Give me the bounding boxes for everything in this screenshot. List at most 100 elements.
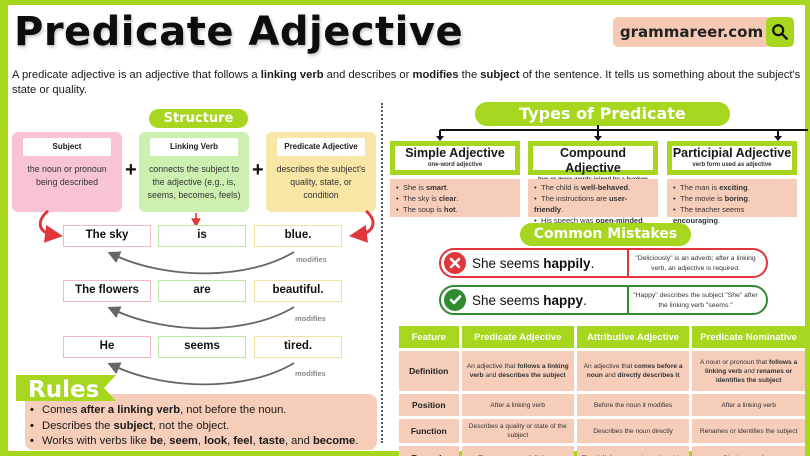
feature-cell: Example — [399, 446, 459, 456]
structure-heading: Structure — [149, 109, 248, 128]
type-subtitle: one-word adjective — [427, 162, 483, 168]
types-connector — [436, 125, 808, 141]
structure-box-label: Linking Verb — [150, 138, 238, 156]
comparison-table: Feature Predicate Adjective Attributive … — [396, 323, 808, 456]
type-example: His speech was open-minded. — [534, 215, 652, 226]
table-cell: A noun or pronoun that follows a linking… — [692, 351, 805, 391]
intro-text: of the sentence. It tells us something a… — [12, 69, 801, 96]
table-header-row: Feature Predicate Adjective Attributive … — [399, 326, 805, 348]
type-example: The soup is hot. — [396, 204, 514, 215]
example-verb: seems — [158, 336, 246, 358]
table-cell: The soup tastes delicious. — [461, 446, 574, 456]
type-name: Simple Adjective — [405, 146, 505, 160]
infographic-frame: Predicate Adjective grammareer.com A pre… — [8, 5, 808, 456]
column-header: Predicate Nominative — [692, 326, 805, 348]
rules-heading: Rules — [28, 377, 99, 401]
table-row: Function Describes a quality or state of… — [399, 419, 805, 443]
search-button[interactable] — [766, 17, 794, 47]
type-example: The teacher seems encouraging. — [673, 204, 791, 226]
type-example: The instructions are user-friendly. — [534, 193, 652, 215]
structure-box-desc: the noun or pronoun being described — [27, 164, 107, 187]
column-divider — [381, 103, 383, 443]
feature-cell: Definition — [399, 351, 459, 391]
table-cell: Describes the noun directly — [576, 419, 690, 443]
intro-paragraph: A predicate adjective is an adjective th… — [12, 68, 802, 98]
example-adjective: tired. — [254, 336, 342, 358]
type-example: The sky is clear. — [396, 193, 514, 204]
structure-box-predicate-adjective: Predicate Adjective describes the subjec… — [266, 132, 376, 212]
table-cell: She is a teacher. — [692, 446, 805, 456]
check-circle-icon — [444, 289, 466, 311]
x-circle-icon — [444, 252, 466, 274]
site-link[interactable]: grammareer.com — [613, 17, 770, 47]
table-cell: After a linking verb — [692, 394, 805, 416]
page-title: Predicate Adjective — [14, 9, 464, 55]
intro-bold: subject — [480, 69, 520, 81]
table-cell: An adjective that comes before a noun an… — [576, 351, 690, 391]
mistakes-heading: Common Mistakes — [520, 223, 691, 246]
structure-box-desc: describes the subject's quality, state, … — [276, 164, 366, 200]
structure-arrows — [38, 209, 375, 386]
type-examples: The man is exciting. The movie is boring… — [667, 179, 797, 225]
modifies-label: modifies — [296, 255, 327, 264]
search-icon — [772, 24, 788, 40]
modifies-label: modifies — [295, 314, 326, 323]
structure-box-linking-verb: Linking Verb connects the subject to the… — [139, 132, 249, 212]
type-example: The man is exciting. — [673, 182, 791, 193]
plus-sign: + — [125, 159, 137, 181]
plus-sign: + — [252, 159, 264, 181]
rules-tag: Rules — [16, 375, 116, 401]
column-header: Predicate Adjective — [461, 326, 574, 348]
structure-box-label: Subject — [23, 138, 111, 156]
example-adjective: beautiful. — [254, 280, 342, 302]
example-subject: The flowers — [63, 280, 151, 302]
wrong-sentence: She seems happily. — [472, 255, 595, 271]
table-cell: After a linking verb — [461, 394, 574, 416]
mistake-right: She seems happy. "Happy" describes the s… — [439, 285, 768, 315]
modifies-label: modifies — [295, 369, 326, 378]
rule-item: Describes the subject, not the object. — [30, 419, 380, 435]
example-verb: is — [158, 225, 246, 247]
rule-item: Works with verbs like be, seem, look, fe… — [30, 434, 380, 450]
type-card-simple: Simple Adjective one-word adjective — [390, 141, 520, 175]
right-explanation: "Happy" describes the subject "She" afte… — [633, 292, 758, 309]
structure-box-desc: connects the subject to the adjective (e… — [147, 164, 241, 200]
intro-text: the — [458, 69, 481, 81]
type-subtitle: verb form used as adjective — [692, 162, 772, 168]
right-sentence: She seems happy. — [472, 292, 587, 308]
example-subject: He — [63, 336, 151, 358]
feature-cell: Function — [399, 419, 459, 443]
modifies-curve — [107, 251, 295, 275]
modifies-curve — [107, 306, 295, 330]
modifies-curve — [107, 362, 295, 386]
example-subject: The sky — [63, 225, 151, 247]
intro-bold: linking verb — [260, 69, 324, 81]
example-adjective: blue. — [254, 225, 342, 247]
column-header: Attributive Adjective — [576, 326, 690, 348]
structure-box-label: Predicate Adjective — [277, 138, 365, 156]
curved-arrow-icon — [349, 209, 375, 243]
rules-list: Comes after a linking verb, not before t… — [30, 403, 380, 450]
table-cell: Before the noun it modifies — [576, 394, 690, 416]
curved-arrow-icon — [38, 209, 63, 243]
table-row: Example The soup tastes delicious. The d… — [399, 446, 805, 456]
mistake-wrong: She seems happily. "Deliciously" is an a… — [439, 248, 768, 278]
example-verb: are — [158, 280, 246, 302]
feature-cell: Position — [399, 394, 459, 416]
table-cell: The delicious soup is on the table. — [576, 446, 690, 456]
rule-item: Comes after a linking verb, not before t… — [30, 403, 380, 419]
table-row: Definition An adjective that follows a l… — [399, 351, 805, 391]
type-examples: The child is well-behaved. The instructi… — [528, 179, 658, 225]
structure-box-subject: Subject the noun or pronoun being descri… — [12, 132, 122, 212]
intro-text: A predicate adjective is an adjective th… — [12, 69, 261, 81]
table-row: Position After a linking verb Before the… — [399, 394, 805, 416]
type-name: Participial Adjective — [672, 146, 792, 160]
type-example: The movie is boring. — [673, 193, 791, 204]
type-name: Compound Adjective — [560, 146, 626, 175]
type-example: She is smart. — [396, 182, 514, 193]
column-header: Feature — [399, 326, 459, 348]
table-cell: An adjective that follows a linking verb… — [461, 351, 574, 391]
type-example: The child is well-behaved. — [534, 182, 652, 193]
type-card-participial: Participial Adjective verb form used as … — [667, 141, 797, 175]
wrong-explanation: "Deliciously" is an adverb; after a link… — [635, 255, 756, 272]
